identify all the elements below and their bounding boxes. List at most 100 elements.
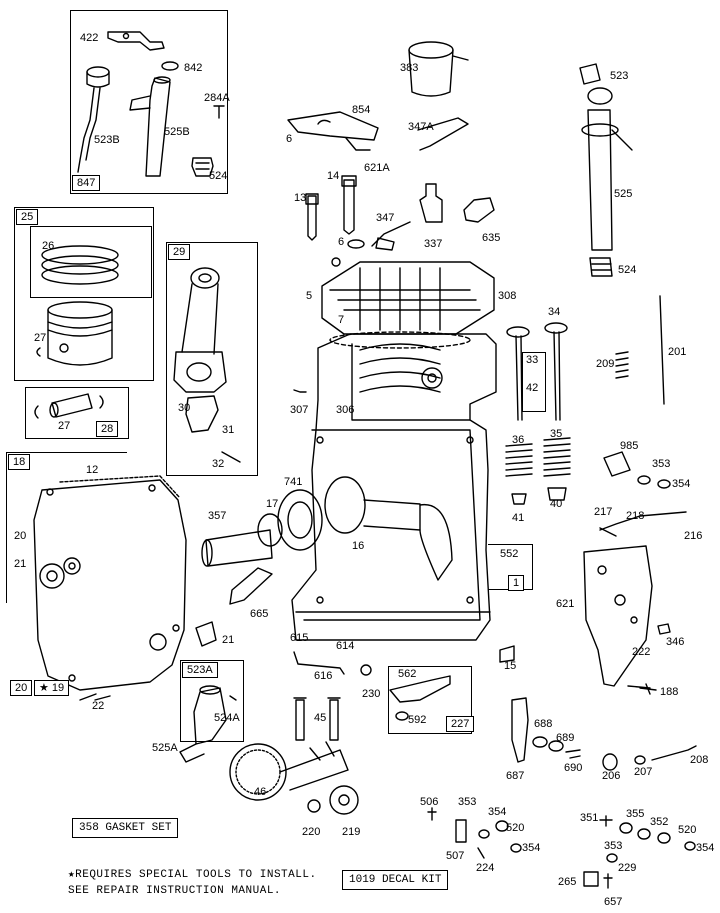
label-524-top: 524 <box>209 170 228 182</box>
label-222: 222 <box>632 646 651 658</box>
label-308: 308 <box>498 290 517 302</box>
top-center-parts <box>287 41 495 251</box>
label-21-seal: 21 <box>222 634 235 646</box>
label-657: 657 <box>604 896 623 908</box>
label-35: 35 <box>550 428 563 440</box>
label-265: 265 <box>558 876 577 888</box>
valves-and-springs <box>505 295 665 505</box>
decal-kit: 1019 DECAL KIT <box>342 870 449 890</box>
label-615: 615 <box>290 632 309 644</box>
label-45: 45 <box>314 712 327 724</box>
label-33: 33 <box>526 354 539 366</box>
label-687: 687 <box>506 770 525 782</box>
label-218: 218 <box>626 510 645 522</box>
label-207: 207 <box>634 766 653 778</box>
label-16: 16 <box>352 540 365 552</box>
label-229: 229 <box>618 862 637 874</box>
label-19: ★ 19 <box>34 680 70 696</box>
label-5: 5 <box>306 290 313 302</box>
box-562 <box>388 666 472 734</box>
label-307: 307 <box>290 404 309 416</box>
label-351: 351 <box>580 812 599 824</box>
label-525A: 525A <box>152 742 178 754</box>
label-357: 357 <box>208 510 227 522</box>
label-347A: 347A <box>408 121 434 133</box>
label-352: 352 <box>650 816 669 828</box>
label-1: 1 <box>508 575 525 591</box>
label-592: 592 <box>408 714 427 726</box>
label-188: 188 <box>660 686 679 698</box>
label-36: 36 <box>512 434 525 446</box>
label-206: 206 <box>602 770 621 782</box>
label-15: 15 <box>504 660 517 672</box>
label-842: 842 <box>184 62 203 74</box>
label-31: 31 <box>222 424 235 436</box>
crankshaft-16 <box>201 476 453 581</box>
label-524-right: 524 <box>618 264 637 276</box>
label-353-bottom2: 353 <box>604 840 623 852</box>
dipstick-tube-525 <box>579 63 633 277</box>
label-520-left: 520 <box>506 822 525 834</box>
label-13: 13 <box>294 192 307 204</box>
label-46: 46 <box>254 786 267 798</box>
label-30: 30 <box>178 402 191 414</box>
label-6-mid: 6 <box>338 236 345 248</box>
label-854: 854 <box>352 104 371 116</box>
label-523A: 523A <box>182 662 218 678</box>
label-354-bottom2: 354 <box>522 842 541 854</box>
label-552: 552 <box>500 548 519 560</box>
label-688: 688 <box>534 718 553 730</box>
label-525: 525 <box>614 188 633 200</box>
connecting-rod-29 <box>173 267 241 463</box>
label-355: 355 <box>626 808 645 820</box>
oil-fill-523A <box>179 621 227 763</box>
label-523B: 523B <box>94 134 120 146</box>
box-847 <box>70 10 228 194</box>
label-346: 346 <box>666 636 685 648</box>
label-25: 25 <box>16 209 39 225</box>
label-562: 562 <box>398 668 417 680</box>
label-7: 7 <box>338 314 345 326</box>
label-224: 224 <box>476 862 495 874</box>
label-353-bottom: 353 <box>458 796 477 808</box>
label-21-cover: 21 <box>14 558 27 570</box>
label-847: 847 <box>72 175 101 191</box>
label-40: 40 <box>550 498 563 510</box>
label-6-top: 6 <box>286 133 293 145</box>
control-bracket-222 <box>583 451 687 687</box>
label-29: 29 <box>168 244 191 260</box>
label-22: 22 <box>92 700 105 712</box>
label-201: 201 <box>668 346 687 358</box>
label-14: 14 <box>327 170 340 182</box>
label-741: 741 <box>284 476 303 488</box>
label-614: 614 <box>336 640 355 652</box>
label-227: 227 <box>446 716 475 732</box>
label-41: 41 <box>512 512 525 524</box>
piston-assembly-25 <box>36 245 119 366</box>
label-621: 621 <box>556 598 575 610</box>
label-20b: 20 <box>10 680 33 696</box>
special-tools-note-line1: ★REQUIRES SPECIAL TOOLS TO INSTALL. <box>68 869 317 881</box>
label-354-bottom: 354 <box>488 806 507 818</box>
box-33 <box>522 352 546 412</box>
label-208: 208 <box>690 754 709 766</box>
special-tools-note-line2: SEE REPAIR INSTRUCTION MANUAL. <box>68 885 282 897</box>
label-17: 17 <box>266 498 279 510</box>
label-422: 422 <box>80 32 99 44</box>
label-347: 347 <box>376 212 395 224</box>
label-616: 616 <box>314 670 333 682</box>
label-42: 42 <box>526 382 539 394</box>
label-34: 34 <box>548 306 561 318</box>
label-337: 337 <box>424 238 443 250</box>
label-507: 507 <box>446 850 465 862</box>
label-665: 665 <box>250 608 269 620</box>
label-635: 635 <box>482 232 501 244</box>
misc-hardware <box>79 389 697 889</box>
label-12: 12 <box>86 464 99 476</box>
box-25-inner <box>30 226 152 298</box>
box-28 <box>25 387 129 439</box>
label-18: 18 <box>8 454 31 470</box>
label-523: 523 <box>610 70 629 82</box>
label-524A: 524A <box>214 712 240 724</box>
